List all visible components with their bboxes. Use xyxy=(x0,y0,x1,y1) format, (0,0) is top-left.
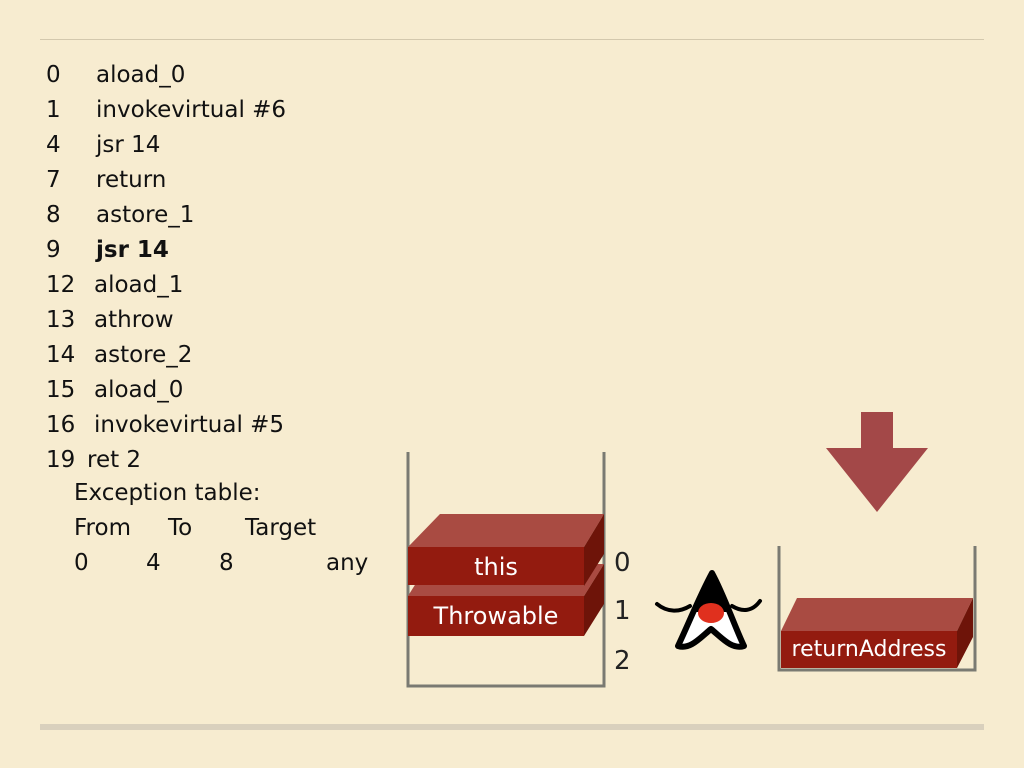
exception-row-from: 0 xyxy=(74,550,89,576)
bytecode-offset: 12 xyxy=(46,272,76,298)
exception-header-to: To xyxy=(168,515,193,541)
bytecode-offset: 19 xyxy=(46,447,76,473)
bytecode-offset: 0 xyxy=(46,62,61,88)
exception-table-title: Exception table: xyxy=(74,480,261,506)
bytecode-instruction: athrow xyxy=(94,307,174,333)
duke-icon xyxy=(655,570,762,650)
bytecode-offset: 16 xyxy=(46,412,76,438)
bytecode-instruction: jsr 14 xyxy=(96,132,161,158)
bytecode-instruction: astore_2 xyxy=(94,342,193,368)
bytecode-instruction: invokevirtual #6 xyxy=(96,97,287,123)
local-slot-0-value: this xyxy=(474,553,518,581)
exception-header-from: From xyxy=(74,515,131,541)
bytecode-offset: 4 xyxy=(46,132,61,158)
bytecode-offset: 15 xyxy=(46,377,76,403)
bytecode-instruction: aload_0 xyxy=(96,62,186,88)
local-slot-0-box xyxy=(408,514,604,586)
top-divider xyxy=(40,39,984,40)
exception-row-target: 8 xyxy=(219,550,234,576)
local-slot-1-value: Throwable xyxy=(433,602,559,630)
local-slot-1-index: 1 xyxy=(614,596,631,626)
bytecode-offset: 13 xyxy=(46,307,76,333)
down-arrow-icon xyxy=(826,412,928,512)
bytecode-offset: 9 xyxy=(46,237,61,263)
bytecode-offset: 7 xyxy=(46,167,61,193)
operand-stack-item-box xyxy=(781,598,973,668)
bytecode-instruction: aload_1 xyxy=(94,272,184,298)
bytecode-instruction: aload_0 xyxy=(94,377,184,403)
exception-header-target: Target xyxy=(245,515,317,541)
bytecode-offset: 1 xyxy=(46,97,61,123)
exception-row-type: any xyxy=(326,550,369,576)
bytecode-offset: 14 xyxy=(46,342,76,368)
bytecode-instruction: astore_1 xyxy=(96,202,195,228)
bytecode-instruction: invokevirtual #5 xyxy=(94,412,285,438)
bottom-divider xyxy=(40,724,984,730)
bytecode-instruction: ret 2 xyxy=(87,447,142,473)
bytecode-instruction: return xyxy=(96,167,167,193)
exception-row-to: 4 xyxy=(146,550,161,576)
operand-stack-frame xyxy=(777,546,977,672)
bytecode-instruction: jsr 14 xyxy=(96,237,169,263)
local-slot-2-index: 2 xyxy=(614,646,631,676)
local-slot-0-index: 0 xyxy=(614,548,631,578)
operand-stack-item-value: returnAddress xyxy=(791,637,947,662)
bytecode-offset: 8 xyxy=(46,202,61,228)
